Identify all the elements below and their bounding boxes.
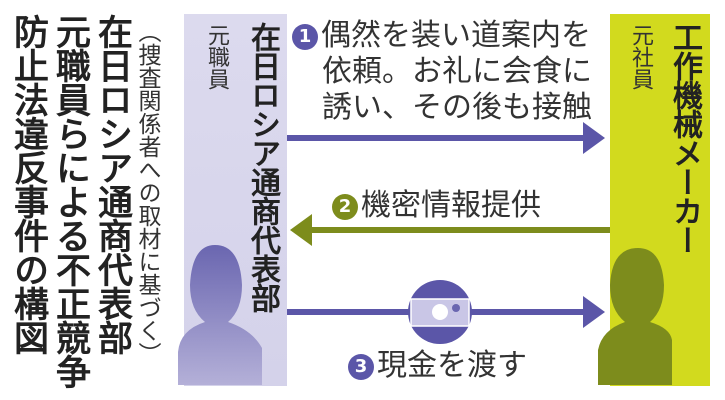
- title-line-2: 元職員らによる不正競争: [50, 14, 90, 388]
- russian-person-silhouette-icon: [178, 245, 262, 385]
- step-3-text: 現金を渡す: [377, 348, 527, 383]
- russian-party-role: 元職員: [204, 24, 229, 90]
- company-person-silhouette-icon: [598, 248, 672, 385]
- step-1-line-1: 偶然を装い道案内を: [321, 18, 591, 53]
- arrow-1-icon: [287, 122, 605, 154]
- step-2-number: 2: [332, 193, 358, 220]
- title-line-1: 在日ロシア通商代表部: [92, 14, 132, 354]
- arrow-2-icon: [290, 214, 610, 246]
- step-1-number: 1: [292, 23, 318, 50]
- step-1-line-3: 誘い、その後も接触: [322, 90, 592, 125]
- title-line-3: 防止法違反事件の構図: [8, 14, 48, 354]
- step-1-line-2: 依頼。お礼に会食に: [322, 54, 592, 89]
- cash-icon: [408, 280, 472, 344]
- company-party-name: 工作機械メーカー: [667, 22, 702, 254]
- step-2-text: 機密情報提供: [361, 188, 541, 223]
- russian-party-name: 在日ロシア通商代表部: [245, 22, 280, 312]
- source-note: （捜査関係者への取材に基づく）: [134, 20, 160, 365]
- step-3-number: 3: [348, 353, 374, 380]
- company-party-role: 元社員: [628, 24, 653, 90]
